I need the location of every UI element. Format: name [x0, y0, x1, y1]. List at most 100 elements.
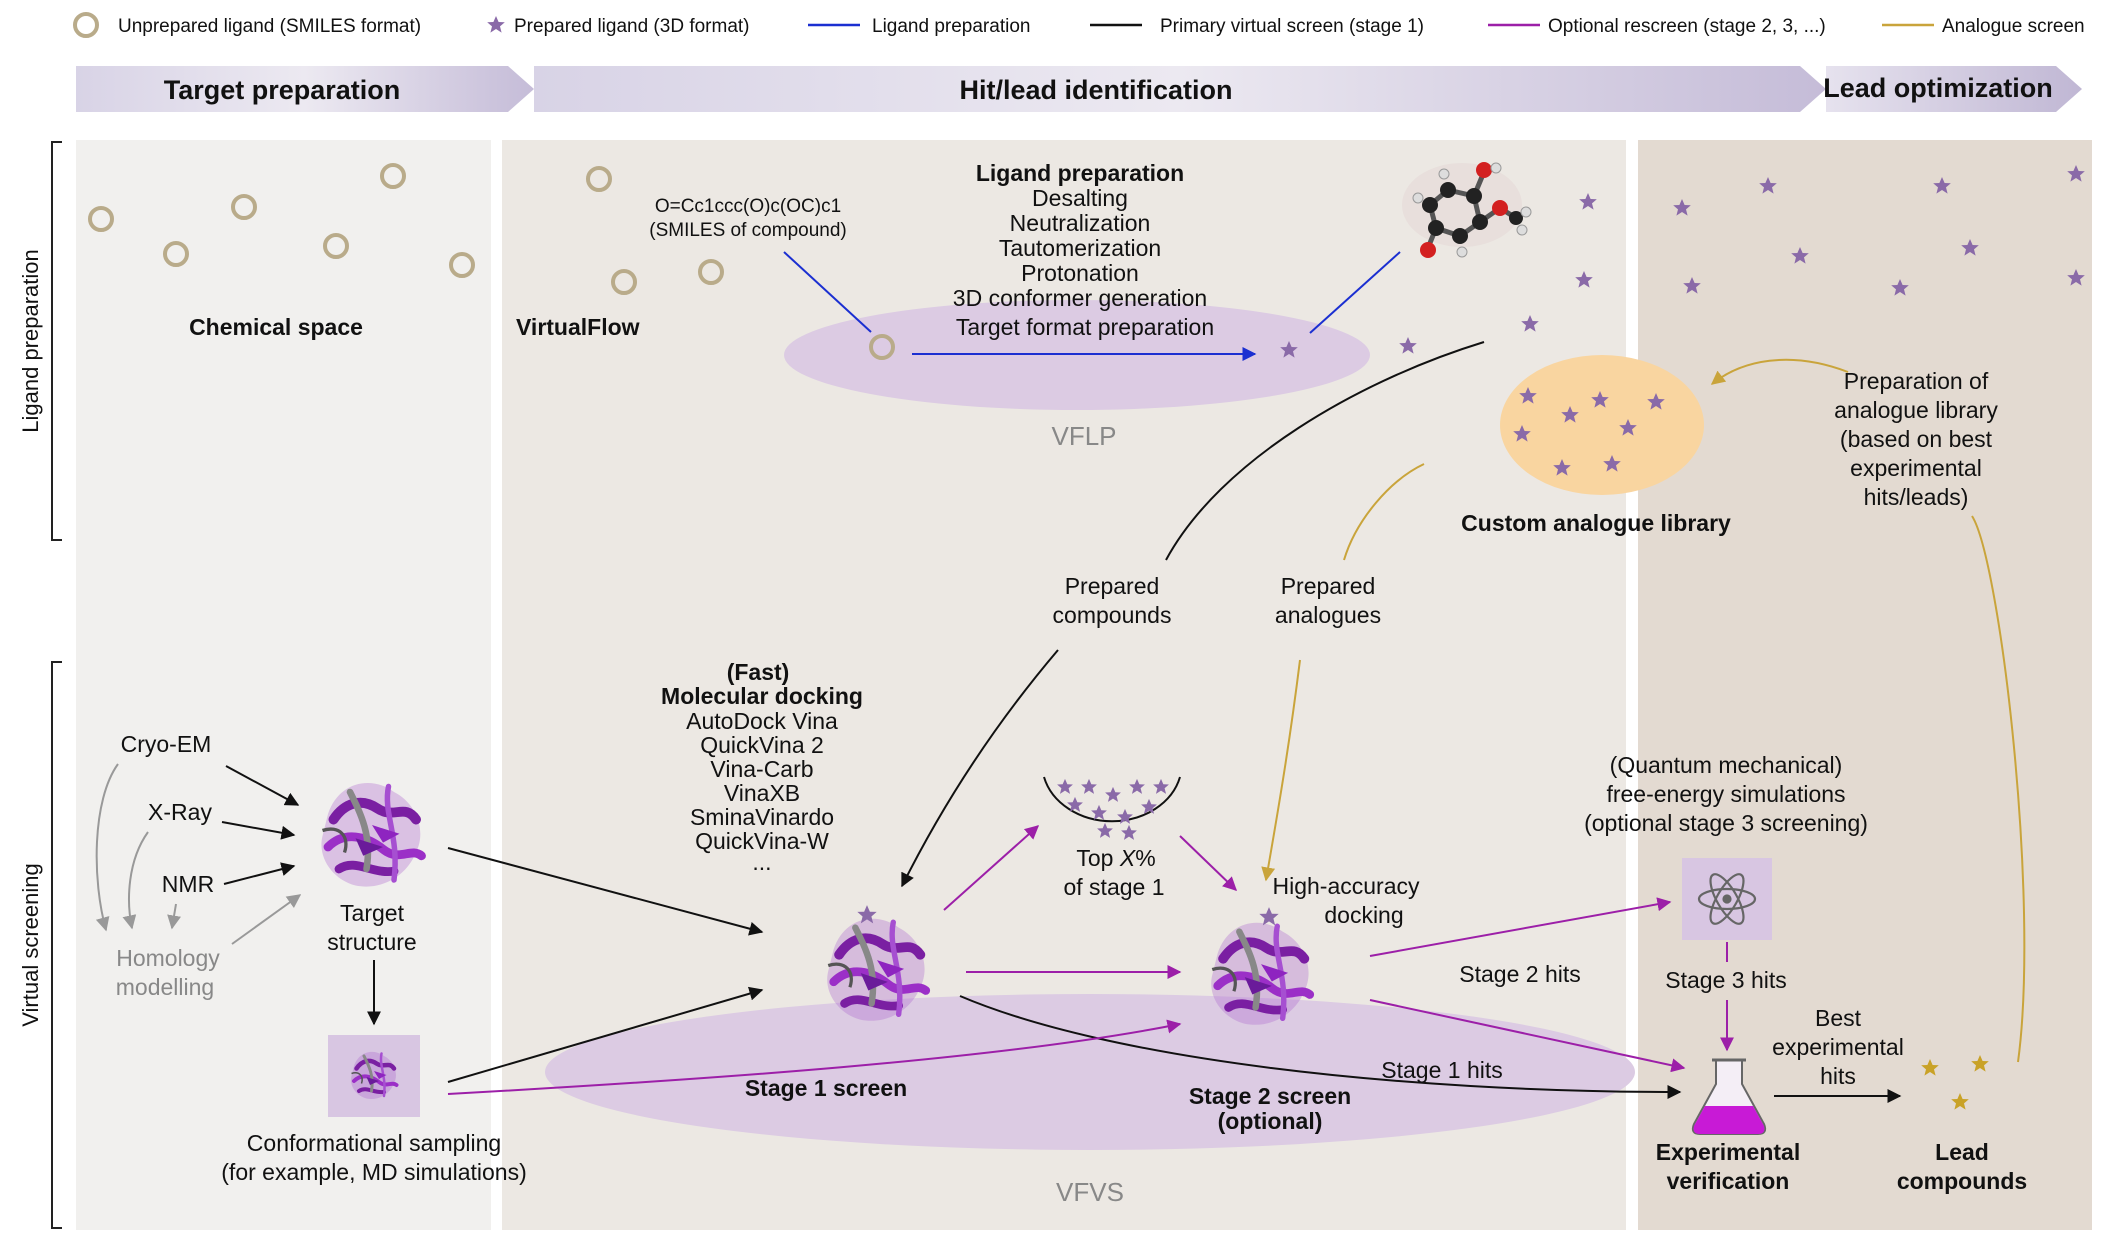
prep-analogue-line: Preparation of [1844, 368, 1989, 394]
smiles-to-ligand-arrow [783, 251, 872, 333]
prepared-compounds-to-stage1-arrow [901, 649, 1059, 888]
unprepared-ligand-icon [869, 334, 895, 360]
lead-to-prep-analogue-arrow [1971, 515, 2026, 1063]
smiles-caption: (SMILES of compound) [649, 220, 846, 241]
panel-lead [1638, 140, 2092, 1230]
phase-lead-arrow [1826, 66, 2082, 112]
stage2-screen-label: (optional) [1218, 1108, 1323, 1134]
docking-programs: (Fast) Molecular docking AutoDock Vina Q… [661, 659, 863, 875]
vfvs-ellipse [545, 994, 1635, 1150]
phase-target-label: Target preparation [164, 75, 401, 105]
prep-analogue-line: hits/leads) [1864, 484, 1969, 510]
legend: Unprepared ligand (SMILES format) Prepar… [73, 12, 2085, 38]
quantum-label: (optional stage 3 screening) [1584, 810, 1868, 836]
method-cryo-em: Cryo-EM [121, 731, 212, 757]
nmr-to-homology-arrow [167, 903, 181, 930]
stage1-to-topx-arrow [943, 825, 1040, 911]
legend-ligand-prep: Ligand preparation [872, 16, 1030, 37]
flask-icon [1691, 1058, 1767, 1135]
phase-target-arrow [76, 66, 534, 112]
best-hits-label: Best [1815, 1005, 1862, 1031]
method-x-ray: X-Ray [148, 799, 212, 825]
prep-analogue-to-library-arrow [1710, 358, 1849, 385]
prepared-to-molecule-arrow [1309, 251, 1401, 334]
ligand-prep-step: Tautomerization [999, 235, 1161, 261]
unprepared-ligand-icon [163, 241, 189, 267]
ligand-prep-step: 3D conformer generation [953, 285, 1207, 311]
prep-analogue-text: Preparation of analogue library (based o… [1834, 368, 1998, 510]
prepared-analogues-to-stage2-arrow [1261, 659, 1301, 882]
unprepared-ligand-icon [586, 166, 612, 192]
atom-icon [1697, 873, 1757, 925]
legend-prepared: Prepared ligand (3D format) [514, 16, 750, 37]
phase-bar: Target preparation Hit/lead identificati… [76, 66, 2082, 112]
homology-label: modelling [116, 974, 214, 1000]
unprepared-ligand-icon [73, 12, 99, 38]
chemical-space-label: Chemical space [189, 314, 363, 340]
phase-hit-label: Hit/lead identification [959, 75, 1232, 105]
quantum-label: (Quantum mechanical) [1610, 752, 1843, 778]
row-brackets: Ligand preparation Virtual screening [18, 141, 62, 1229]
docking-title: (Fast) [727, 659, 790, 685]
stage1-hits-label: Stage 1 hits [1381, 1057, 1502, 1083]
stage2-to-experimental-arrow [1369, 999, 1686, 1073]
top-x-label: of stage 1 [1063, 874, 1164, 900]
lead-compounds-label: Lead [1935, 1139, 1989, 1165]
nmr-to-target-arrow [223, 862, 296, 885]
legend-optional: Optional rescreen (stage 2, 3, ...) [1548, 16, 1826, 37]
row-ligand-label: Ligand preparation [18, 249, 43, 432]
unprepared-ligand-icon [323, 233, 349, 259]
stage2-to-quantum-arrow [1369, 897, 1672, 957]
unprepared-ligands [88, 163, 895, 360]
stage2-screen-label: Stage 2 screen [1189, 1083, 1351, 1109]
target-to-stage1-arrow [447, 847, 764, 936]
xray-to-target-arrow [221, 821, 296, 840]
quantum-label: free-energy simulations [1606, 781, 1845, 807]
stage3-hits-label: Stage 3 hits [1665, 967, 1786, 993]
target-structure-label: Target [340, 900, 405, 926]
prep-analogue-line: analogue library [1834, 397, 1998, 423]
ligand-prep-step: Neutralization [1010, 210, 1151, 236]
best-hits-label: experimental [1772, 1034, 1904, 1060]
docking-program: Vina-Carb [710, 756, 813, 782]
phase-lead-label: Lead optimization [1823, 73, 2053, 103]
target-structure-label: structure [327, 929, 416, 955]
prep-analogue-line: (based on best [1840, 426, 1993, 452]
docking-program: SminaVinardo [690, 804, 834, 830]
prepared-compounds-label: Prepared [1065, 573, 1160, 599]
legend-unprepared: Unprepared ligand (SMILES format) [118, 16, 421, 37]
stage2-hits-label: Stage 2 hits [1459, 961, 1580, 987]
panel-target [76, 140, 491, 1230]
unprepared-ligand-icon [449, 252, 475, 278]
ligand-prep-title: Ligand preparation [976, 160, 1184, 186]
unprepared-ligand-icon [380, 163, 406, 189]
prepared-ligand-icon [487, 16, 505, 33]
unprepared-ligand-icon [698, 259, 724, 285]
vfvs-label: VFVS [1056, 1177, 1124, 1207]
row-screening-label: Virtual screening [18, 863, 43, 1026]
docking-program: QuickVina-W [695, 828, 829, 854]
cryo-to-target-arrow [225, 765, 300, 806]
unprepared-ligand-icon [88, 206, 114, 232]
xray-to-homology-arrow [122, 831, 149, 930]
conformational-label: (for example, MD simulations) [221, 1159, 526, 1185]
conformational-label: Conformational sampling [247, 1130, 501, 1156]
homology-to-target-arrow [231, 894, 302, 945]
prepared-analogues-label: Prepared [1281, 573, 1376, 599]
docking-program: ... [752, 849, 771, 875]
high-accuracy-label: High-accuracy [1273, 873, 1420, 899]
unprepared-ligand-icon [231, 194, 257, 220]
stage1-screen-label: Stage 1 screen [745, 1075, 907, 1101]
phase-hit-arrow [534, 66, 1826, 112]
topx-to-stage2-arrow [1179, 835, 1238, 891]
prepared-analogues-label: analogues [1275, 602, 1381, 628]
analogue-library-ellipse [1500, 355, 1704, 495]
legend-primary: Primary virtual screen (stage 1) [1160, 16, 1424, 37]
stage1-to-experimental-arrow [959, 995, 1682, 1099]
method-nmr: NMR [162, 871, 214, 897]
lead-compounds-label: compounds [1897, 1168, 2027, 1194]
ligand-prep-step: Target format preparation [956, 314, 1214, 340]
smiles-string: O=Cc1ccc(O)c(OC)c1 [655, 196, 841, 217]
prepared-compounds-label: compounds [1053, 602, 1172, 628]
unprepared-ligand-icon [611, 269, 637, 295]
